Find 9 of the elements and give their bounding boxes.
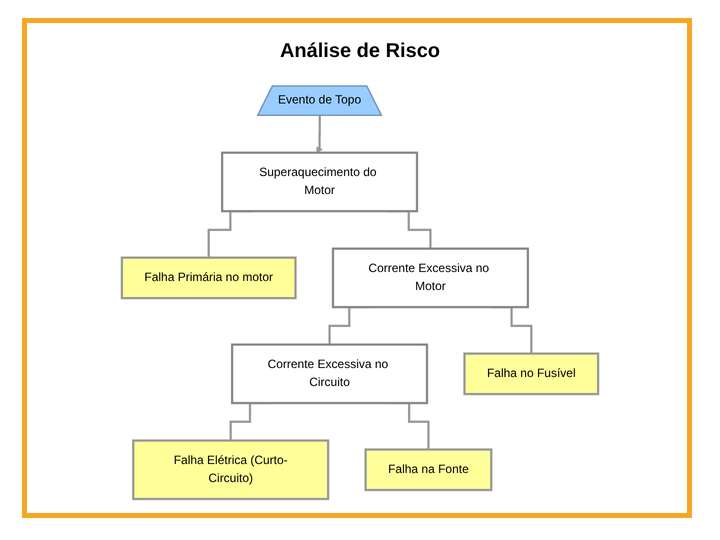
node-box: Falha Primária no motor — [120, 256, 297, 300]
node-box: Corrente Excessiva no Circuito — [231, 343, 428, 404]
node-box: Corrente Excessiva no Motor — [332, 248, 529, 308]
arrow — [316, 114, 323, 153]
node-box: Superaquecimento do Motor — [221, 152, 418, 212]
node-box: Falha no Fusível — [463, 352, 600, 396]
node-box: Falha na Fonte — [364, 448, 492, 492]
node-box: Falha Elétrica (Curto-Circuito) — [132, 439, 330, 500]
slide-title: Análise de Risco — [278, 40, 442, 63]
